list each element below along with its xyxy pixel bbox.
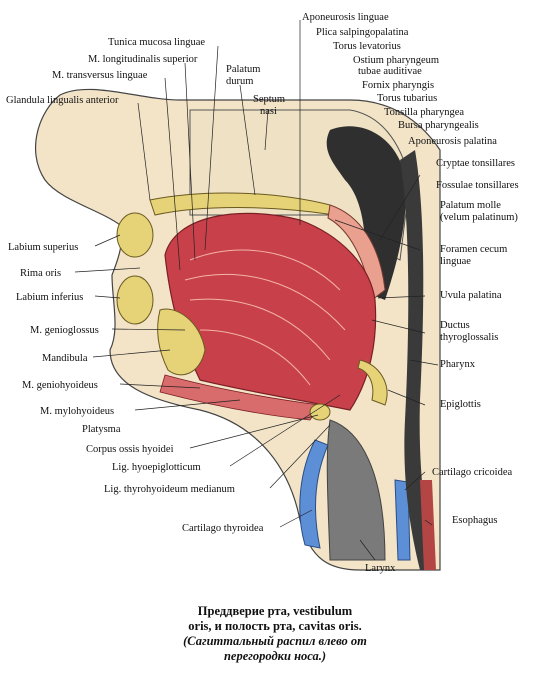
figure-caption: Преддверие рта, vestibulum oris, и полос…: [120, 604, 430, 664]
label-torus-levatorius: Torus levatorius: [333, 41, 401, 52]
label-durum: durum: [226, 76, 254, 87]
label-foramen-cecum: Foramen cecum: [440, 244, 508, 255]
pharynx-wall: [400, 150, 435, 570]
label-m-geniohyoideus: M. geniohyoideus: [22, 380, 98, 391]
label-fornix-pharyngis: Fornix pharyngis: [362, 80, 435, 91]
label-palatum: Palatum: [226, 64, 261, 75]
label-aponeurosis-linguae: Aponeurosis linguae: [302, 12, 389, 23]
label-bursa-pharyngealis: Bursa pharyngealis: [398, 120, 479, 131]
label-tonsilla-pharyngea: Tonsilla pharyngea: [384, 107, 465, 118]
label-epiglottis: Epiglottis: [440, 399, 481, 410]
label-septum: Septum: [253, 94, 286, 105]
label-cartilago-cricoidea: Cartilago cricoidea: [432, 467, 513, 478]
label-larynx: Larynx: [365, 563, 396, 574]
soft-palate: [327, 204, 386, 301]
label-palatum-molle: Palatum molle: [440, 200, 501, 211]
label-velum-palatinum: (velum palatinum): [440, 212, 518, 223]
label-thyroglossalis: thyroglossalis: [440, 332, 499, 343]
label-glandula-lingualis-anterior: Glandula lingualis anterior: [6, 95, 119, 106]
leader-lines: [74, 20, 439, 561]
nasopharynx: [326, 126, 406, 300]
caption-line-4: перегородки носа.): [223, 649, 327, 663]
label-m-transversus-linguae: M. transversus linguae: [52, 70, 148, 81]
caption-line-2: oris, и полость рта, cavitas oris.: [188, 619, 362, 633]
label-mandibula: Mandibula: [42, 353, 88, 364]
label-lig-hyoepiglotticum: Lig. hyoepiglotticum: [112, 462, 201, 473]
label-tubae-auditivae: tubae auditivae: [358, 66, 422, 77]
label-nasi: nasi: [260, 106, 277, 117]
caption-line-1: Преддверие рта, vestibulum: [197, 604, 353, 618]
anatomy-figure: [35, 20, 441, 571]
label-labium-inferius: Labium inferius: [16, 292, 84, 303]
floor-muscles: [159, 374, 321, 421]
larynx: [326, 419, 386, 561]
cricoid: [394, 479, 411, 561]
label-torus-tubarius: Torus tubarius: [377, 93, 438, 104]
label-cartilago-thyroidea: Cartilago thyroidea: [182, 523, 264, 534]
upper-lip: [116, 212, 154, 258]
label-plica-salpingopalatina: Plica salpingopalatina: [316, 27, 409, 38]
label-corpus-ossis-hyoidei: Corpus ossis hyoidei: [86, 444, 174, 455]
thyroid-cartilage: [299, 439, 329, 549]
mandible: [157, 308, 206, 376]
label-rima-oris: Rima oris: [20, 268, 62, 279]
label-lig-thyrohyoideum-medianum: Lig. thyrohyoideum medianum: [104, 484, 235, 495]
label-uvula-palatina: Uvula palatina: [440, 290, 502, 301]
label-tunica-mucosa-linguae: Tunica mucosa linguae: [108, 37, 206, 48]
hyoid: [309, 403, 331, 421]
esophagus: [420, 480, 436, 570]
tongue-fibers: [184, 249, 346, 386]
label-aponeurosis-palatina: Aponeurosis palatina: [408, 136, 497, 147]
label-esophagus: Esophagus: [452, 515, 498, 526]
lower-lip: [116, 275, 154, 325]
label-ostium-pharyngeum: Ostium pharyngeum: [353, 55, 440, 66]
label-m-genioglossus: M. genioglossus: [30, 325, 99, 336]
label-m-mylohyoideus: M. mylohyoideus: [40, 406, 115, 417]
label-linguae: linguae: [440, 256, 471, 267]
label-platysma: Platysma: [82, 424, 121, 435]
label-cryptae-tonsillares: Cryptae tonsillares: [436, 158, 516, 169]
label-pharynx: Pharynx: [440, 359, 475, 370]
label-labium-superius: Labium superius: [8, 242, 79, 253]
label-fossulae-tonsillares: Fossulae tonsillares: [436, 180, 519, 191]
label-ductus: Ductus: [440, 320, 470, 331]
caption-line-3: (Сагиттальный распил влево от: [183, 634, 367, 648]
epiglottis: [357, 359, 388, 406]
label-m-longitudinalis-superior: M. longitudinalis superior: [88, 54, 198, 65]
